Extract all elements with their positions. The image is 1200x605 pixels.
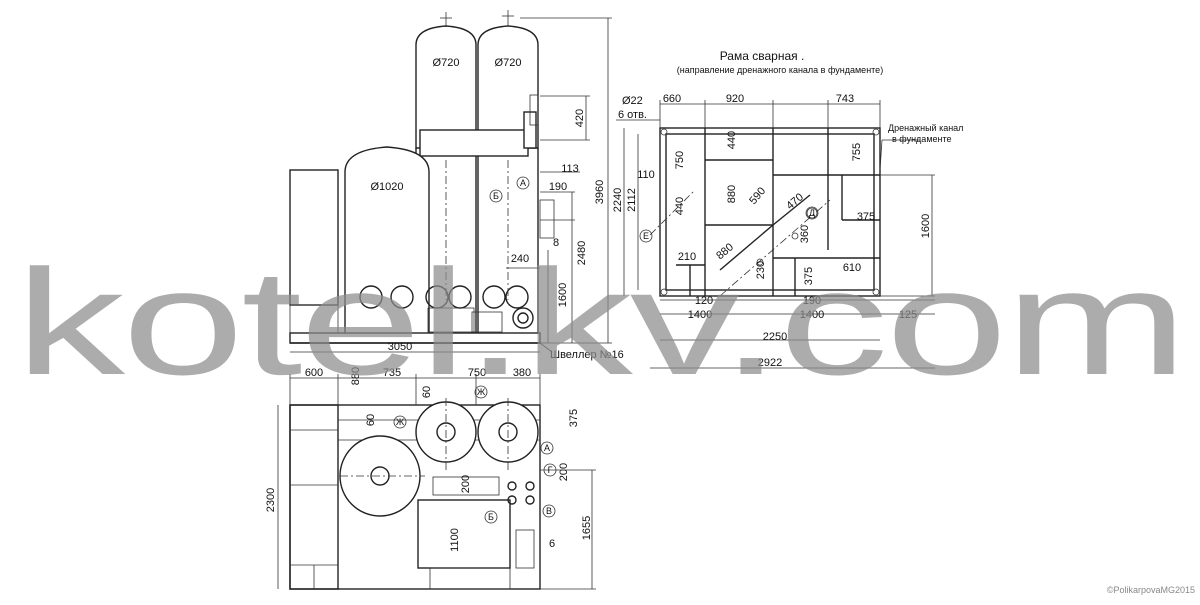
dim-1600: 1600 xyxy=(557,283,569,307)
frame-d2240: 2240 xyxy=(612,188,624,212)
plan-d200a: 200 xyxy=(460,475,472,493)
tank-right-tall xyxy=(477,25,539,149)
frame-mark-d: Д xyxy=(809,208,815,218)
frame-d470: 470 xyxy=(784,191,806,212)
frame-d660: 660 xyxy=(663,93,681,105)
dim-190: 190 xyxy=(549,181,567,193)
frame-d375b: 375 xyxy=(803,267,815,285)
plan-d1100: 1100 xyxy=(449,528,461,552)
plan-mark-a: А xyxy=(544,443,550,453)
frame-d22: Ø22 xyxy=(622,95,643,107)
plan-d200b: 200 xyxy=(558,463,570,481)
frame-d610: 610 xyxy=(843,262,861,274)
frame-outline xyxy=(659,127,881,297)
dim-113: 113 xyxy=(561,163,579,175)
mark-b: Б xyxy=(493,191,499,201)
frame-d1600: 1600 xyxy=(920,214,932,238)
tank-diameter-2: Ø720 xyxy=(495,57,522,69)
plan-mark-g: Г xyxy=(548,465,553,475)
frame-d880a: 880 xyxy=(726,185,738,203)
frame-d120: 120 xyxy=(695,295,713,307)
plan-mark-zh1: Ж xyxy=(396,417,405,427)
dim-3050: 3050 xyxy=(388,341,412,353)
drain-label-2: в фундаменте xyxy=(892,134,952,144)
plan-d2300: 2300 xyxy=(265,488,277,512)
dim-2480: 2480 xyxy=(576,241,588,265)
front-elevation-view: Ø720 Ø720 Ø1020 420 113 190 3960 2480 16… xyxy=(289,10,624,361)
plan-d60b: 60 xyxy=(365,414,377,426)
frame-title: Рама сварная . xyxy=(720,49,805,63)
copyright-text: ©PolikarpovaMG2015 xyxy=(1107,585,1195,595)
plan-d60a: 60 xyxy=(421,386,433,398)
dim-8: 8 xyxy=(553,237,559,249)
frame-d375: 375 xyxy=(857,211,875,223)
plan-cabinet xyxy=(289,404,339,590)
tank-diameter-1: Ø720 xyxy=(433,57,460,69)
control-cabinet xyxy=(289,169,339,306)
tank-left-tall xyxy=(415,25,477,149)
frame-d2250: 2250 xyxy=(763,331,787,343)
tank-diameter-3: Ø1020 xyxy=(370,181,403,193)
frame-mark-e: Е xyxy=(643,231,649,241)
frame-d1400a: 1400 xyxy=(688,309,712,321)
beam-label: Швеллер №16 xyxy=(550,349,624,361)
watermark-text: kotel.kv.com xyxy=(15,238,1185,406)
plan-mark-b: Б xyxy=(488,512,494,522)
plan-d750: 750 xyxy=(468,367,486,379)
plan-mark-zh2: Ж xyxy=(477,387,486,397)
plan-d735: 735 xyxy=(383,367,401,379)
frame-d750: 750 xyxy=(674,151,686,169)
frame-d190: 190 xyxy=(803,295,821,307)
frame-d125: 125 xyxy=(899,309,917,321)
frame-d1400b: 1400 xyxy=(800,309,824,321)
plan-d600: 600 xyxy=(305,367,323,379)
plan-view: 600 880 735 750 380 60 60 375 200 200 23… xyxy=(265,367,596,590)
frame-d743: 743 xyxy=(836,93,854,105)
drain-label-1: Дренажный канал xyxy=(888,123,963,133)
mark-a: А xyxy=(520,178,526,188)
frame-d755: 755 xyxy=(851,143,863,161)
frame-d920: 920 xyxy=(726,93,744,105)
plan-d380: 380 xyxy=(513,367,531,379)
frame-d590: 590 xyxy=(747,185,768,207)
plan-d375: 375 xyxy=(568,409,580,427)
frame-d440b: 440 xyxy=(674,197,686,215)
frame-d2112: 2112 xyxy=(626,188,638,212)
frame-d210: 210 xyxy=(678,251,696,263)
dim-3960: 3960 xyxy=(594,180,606,204)
plan-d1655: 1655 xyxy=(581,516,593,540)
dim-420: 420 xyxy=(574,109,586,127)
dim-240: 240 xyxy=(511,253,529,265)
frame-subtitle: (направление дренажного канала в фундаме… xyxy=(677,65,883,75)
plan-mark-v: В xyxy=(546,506,552,516)
header-pipe xyxy=(419,129,529,157)
plan-d880: 880 xyxy=(350,367,362,385)
frame-d110: 110 xyxy=(637,169,655,181)
frame-d440: 440 xyxy=(726,131,738,149)
frame-d230: 230 xyxy=(755,261,767,279)
frame-d2922: 2922 xyxy=(758,357,782,369)
plan-d6: 6 xyxy=(549,538,555,550)
frame-d360: 360 xyxy=(799,225,811,243)
frame-holes: 6 отв. xyxy=(618,109,647,121)
